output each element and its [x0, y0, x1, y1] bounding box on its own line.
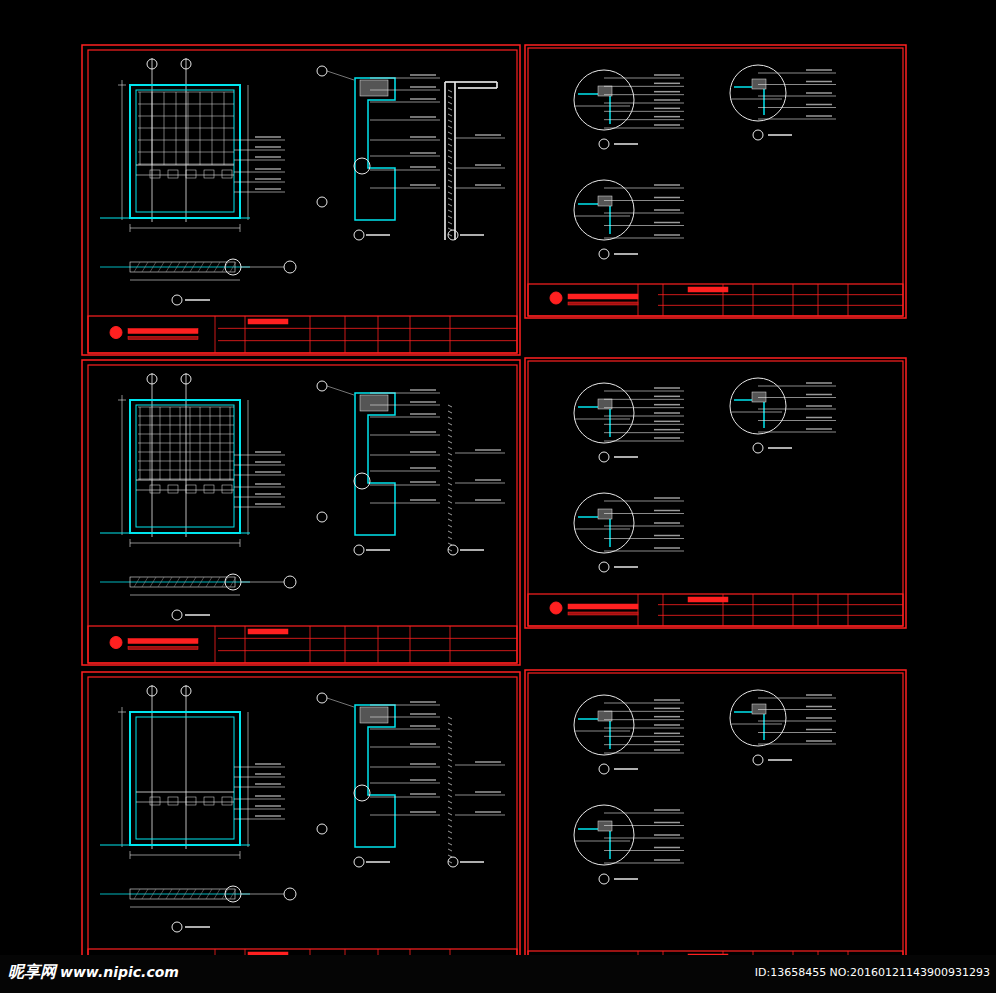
image-id: ID:13658455 NO:20160121143900931293	[755, 966, 990, 979]
watermark: 昵享网	[8, 962, 56, 983]
watermark: www.nipic.com	[60, 964, 179, 980]
